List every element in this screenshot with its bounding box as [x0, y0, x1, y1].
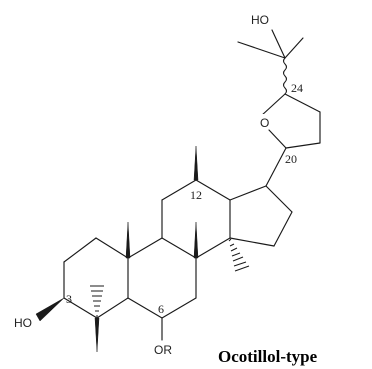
- ring-oxygen-label: O: [260, 116, 269, 130]
- c3-hydroxyl-label: HO: [14, 316, 32, 330]
- side-chain-hydroxyl-label: HO: [251, 13, 269, 27]
- c6-substituent-label: OR: [154, 343, 172, 357]
- c14-methyl-hash: [228, 238, 250, 272]
- c24-wavy-bond: [282, 57, 288, 95]
- ring-b: [127, 237, 197, 319]
- ring-a: [63, 237, 129, 319]
- c10-methyl-wedge: [125, 221, 131, 259]
- locant-c12: 12: [190, 188, 202, 202]
- ring-d: [229, 185, 293, 247]
- c12-substituent-wedge: [193, 145, 199, 181]
- tetrahydrofuran-ring: [260, 93, 321, 149]
- c8-methyl-wedge: [193, 221, 199, 259]
- c3-hydroxyl-wedge: [35, 297, 65, 322]
- locant-c24: 24: [291, 81, 303, 95]
- c4-methyl-wedge: [94, 317, 100, 353]
- c17-c20-bond: [265, 147, 287, 187]
- locant-c20: 20: [285, 152, 297, 166]
- ring-c: [161, 179, 231, 259]
- c25-side-chain: [237, 29, 304, 59]
- locant-c3: 3: [66, 292, 72, 306]
- c4-methyl-hash: [90, 285, 104, 317]
- diagram-caption: Ocotillol-type: [218, 347, 318, 366]
- locant-c6: 6: [158, 302, 164, 316]
